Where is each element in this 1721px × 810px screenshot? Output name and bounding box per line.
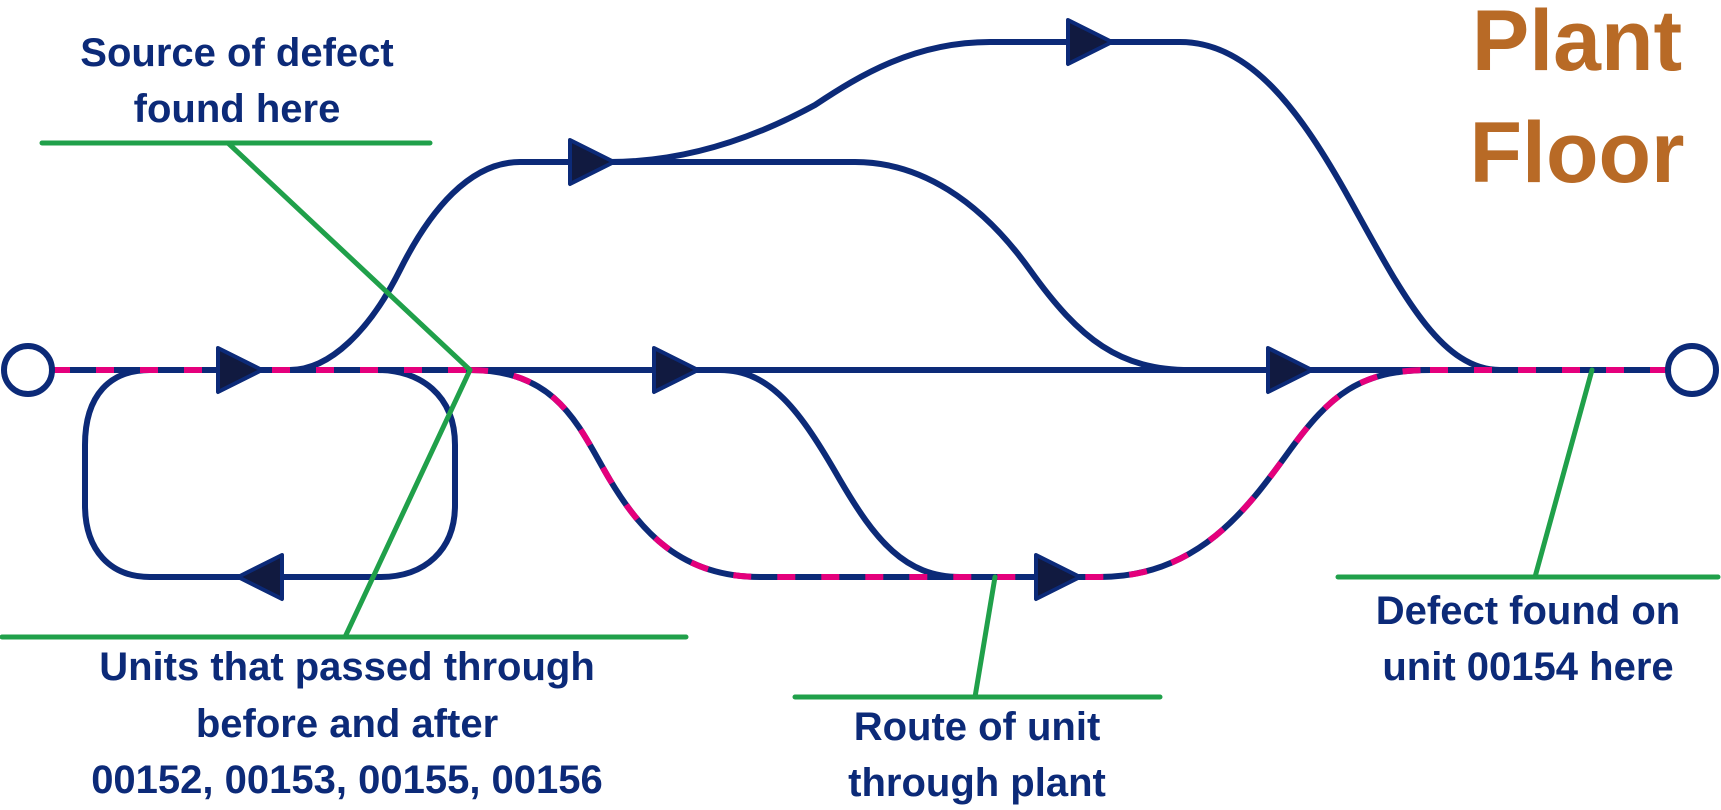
arrow-right-icon xyxy=(1066,18,1114,66)
route-lower-segment xyxy=(469,367,1431,580)
arrow-right-icon xyxy=(1266,346,1314,394)
route-label-line-1: Route of unit xyxy=(854,705,1101,749)
defect-label-line-1: Defect found on xyxy=(1376,589,1680,633)
units-label-line-1: Units that passed through xyxy=(99,645,595,689)
arrow-right-icon xyxy=(1034,553,1082,601)
rework-loop xyxy=(82,367,458,580)
units-label-line-2: before and after xyxy=(196,702,498,746)
source-leader xyxy=(225,140,473,373)
units-leader xyxy=(342,367,473,640)
units-label-line-3: 00152, 00153, 00155, 00156 xyxy=(91,758,603,802)
flow-arrows xyxy=(216,18,1314,601)
upper-branch xyxy=(287,159,1193,373)
title-line-2: Floor xyxy=(1470,105,1685,201)
title-line-1: Plant xyxy=(1472,0,1682,89)
arrow-right-icon xyxy=(216,346,264,394)
source-label-line-1: Source of defect xyxy=(80,31,393,75)
leader-lines xyxy=(0,140,1721,700)
unit-route xyxy=(52,367,1668,580)
defect-label-line-2: unit 00154 here xyxy=(1382,645,1673,689)
route-leader xyxy=(972,574,998,700)
source-label-line-2: found here xyxy=(134,87,341,131)
end-terminal xyxy=(1665,343,1719,397)
top-branch xyxy=(607,39,1503,373)
defect-leader xyxy=(1532,367,1595,580)
route-label-line-2: through plant xyxy=(848,761,1106,805)
arrow-right-icon xyxy=(652,346,700,394)
arrow-left-icon xyxy=(236,553,284,601)
page-title: Plant Floor xyxy=(1470,0,1685,201)
lower-branch xyxy=(467,367,1433,580)
arrow-right-icon xyxy=(568,138,616,186)
start-terminal xyxy=(1,343,55,397)
annotation-labels: Source of defect found here Units that p… xyxy=(80,31,1680,805)
mid-lower-branch xyxy=(717,367,963,580)
